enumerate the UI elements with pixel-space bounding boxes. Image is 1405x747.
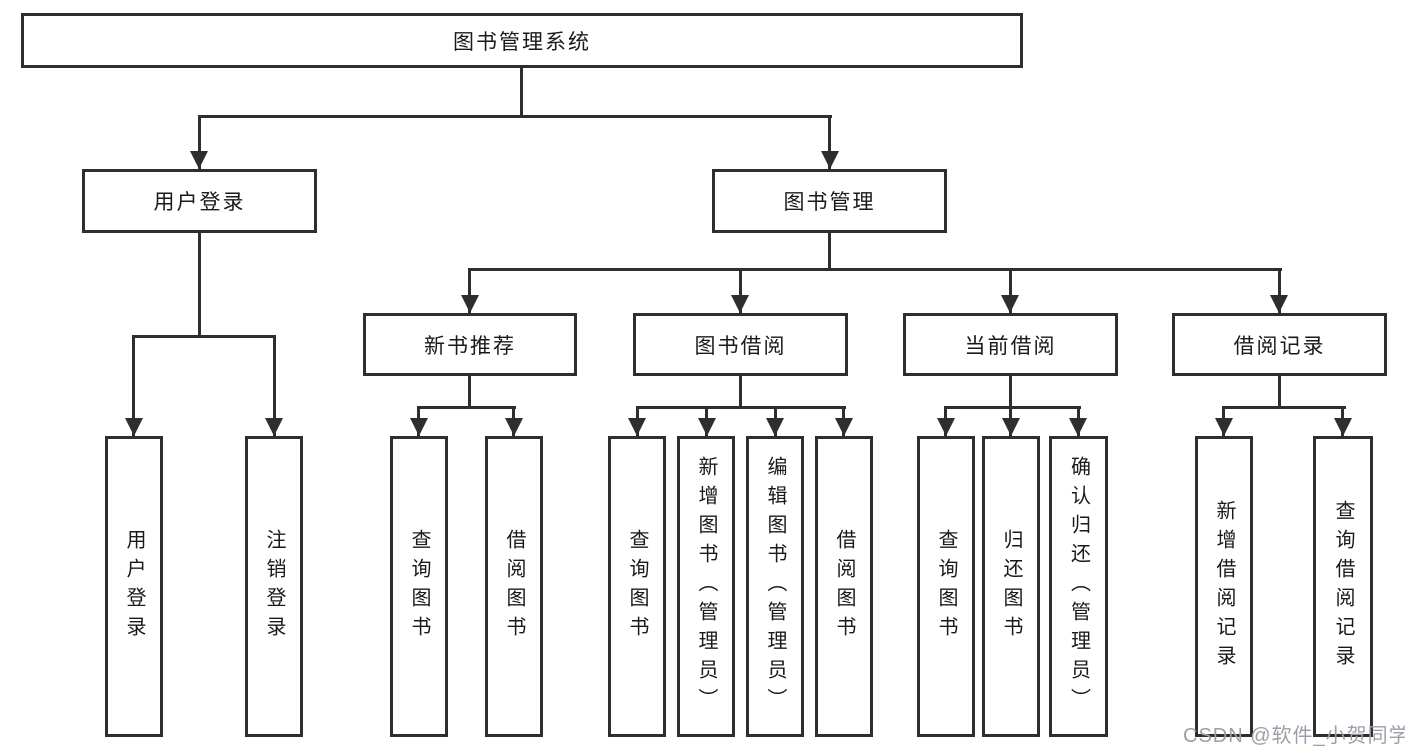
leaf-label: 新增借阅记录 bbox=[1213, 499, 1235, 674]
node-label: 用户登录 bbox=[153, 191, 246, 214]
node-current-borrowing: 当前借阅 bbox=[903, 313, 1118, 376]
connector-vline bbox=[1009, 376, 1012, 408]
leaf-newrec-query-books: 查询图书 bbox=[390, 436, 448, 737]
leaf-add-borrow-record: 新增借阅记录 bbox=[1195, 436, 1253, 737]
arrow-down-icon bbox=[766, 418, 784, 436]
arrow-down-icon bbox=[1270, 295, 1288, 313]
connector-hline bbox=[636, 406, 846, 409]
connector-vline bbox=[520, 68, 523, 118]
node-user-login: 用户登录 bbox=[82, 169, 317, 233]
arrow-down-icon bbox=[1069, 418, 1087, 436]
connector-vline bbox=[198, 115, 201, 169]
leaf-label: 借阅图书 bbox=[503, 528, 525, 645]
node-label: 图书管理 bbox=[783, 191, 876, 214]
leaf-logout: 注销登录 bbox=[245, 436, 303, 737]
leaf-label: 归还图书 bbox=[1000, 528, 1022, 645]
leaf-query-borrow-record: 查询借阅记录 bbox=[1313, 436, 1373, 737]
leaf-label: 查询图书 bbox=[935, 528, 957, 645]
connector-vline bbox=[468, 268, 471, 313]
connector-vline bbox=[739, 376, 742, 408]
leaf-label: 查询借阅记录 bbox=[1332, 499, 1354, 674]
leaf-newrec-borrow-books: 借阅图书 bbox=[485, 436, 543, 737]
node-new-book-recommend: 新书推荐 bbox=[363, 313, 577, 376]
arrow-down-icon bbox=[821, 151, 839, 169]
arrow-down-icon bbox=[505, 418, 523, 436]
connector-hline bbox=[198, 115, 832, 118]
leaf-label: 编辑图书（管理员） bbox=[764, 456, 786, 717]
leaf-user-login: 用户登录 bbox=[105, 436, 163, 737]
node-label: 图书管理系统 bbox=[453, 30, 591, 54]
leaf-label: 借阅图书 bbox=[833, 528, 855, 645]
node-label: 图书借阅 bbox=[694, 334, 787, 358]
connector-vline bbox=[1278, 376, 1281, 408]
connector-vline bbox=[739, 268, 742, 313]
connector-hline bbox=[417, 406, 516, 409]
connector-vline bbox=[828, 233, 831, 270]
leaf-return-books: 归还图书 bbox=[982, 436, 1040, 737]
leaf-borrow-query-books: 查询图书 bbox=[608, 436, 666, 737]
node-label: 新书推荐 bbox=[424, 334, 516, 358]
leaf-label: 确认归还（管理员） bbox=[1067, 456, 1090, 717]
watermark-csdn: CSDN @软件_小贺同学 bbox=[1183, 725, 1405, 747]
node-library-management-system: 图书管理系统 bbox=[21, 13, 1023, 68]
leaf-label: 用户登录 bbox=[123, 528, 145, 645]
leaf-add-books-admin: 新增图书（管理员） bbox=[677, 436, 735, 737]
arrow-down-icon bbox=[937, 418, 955, 436]
connector-hline bbox=[468, 268, 1282, 271]
connector-vline bbox=[198, 233, 201, 337]
arrow-down-icon bbox=[410, 418, 428, 436]
connector-hline bbox=[1222, 406, 1346, 409]
arrow-down-icon bbox=[628, 418, 646, 436]
arrow-down-icon bbox=[1334, 418, 1352, 436]
node-label: 当前借阅 bbox=[964, 334, 1057, 358]
connector-vline bbox=[828, 115, 831, 169]
leaf-label: 新增图书（管理员） bbox=[695, 456, 717, 717]
arrow-down-icon bbox=[698, 418, 716, 436]
node-borrowing-records: 借阅记录 bbox=[1172, 313, 1387, 376]
node-book-management: 图书管理 bbox=[712, 169, 947, 233]
arrow-down-icon bbox=[190, 151, 208, 169]
leaf-label: 查询图书 bbox=[626, 528, 648, 645]
arrow-down-icon bbox=[1215, 418, 1233, 436]
leaf-confirm-return-admin: 确认归还（管理员） bbox=[1049, 436, 1108, 737]
connector-vline bbox=[1009, 268, 1012, 313]
connector-vline bbox=[1278, 268, 1281, 313]
node-book-borrowing: 图书借阅 bbox=[633, 313, 848, 376]
node-label: 借阅记录 bbox=[1233, 334, 1326, 358]
leaf-label: 查询图书 bbox=[408, 528, 430, 645]
leaf-borrow-borrow-books: 借阅图书 bbox=[815, 436, 873, 737]
leaf-label: 注销登录 bbox=[263, 528, 285, 645]
arrow-down-icon bbox=[835, 418, 853, 436]
arrow-down-icon bbox=[1002, 418, 1020, 436]
connector-hline bbox=[944, 406, 1081, 409]
connector-vline bbox=[273, 335, 276, 436]
arrow-down-icon bbox=[1001, 295, 1019, 313]
arrow-down-icon bbox=[731, 295, 749, 313]
arrow-down-icon bbox=[265, 418, 283, 436]
connector-vline bbox=[468, 376, 471, 408]
leaf-edit-books-admin: 编辑图书（管理员） bbox=[746, 436, 804, 737]
leaf-current-query-books: 查询图书 bbox=[917, 436, 975, 737]
arrow-down-icon bbox=[461, 295, 479, 313]
connector-hline bbox=[132, 335, 276, 338]
connector-vline bbox=[132, 335, 135, 436]
arrow-down-icon bbox=[125, 418, 143, 436]
